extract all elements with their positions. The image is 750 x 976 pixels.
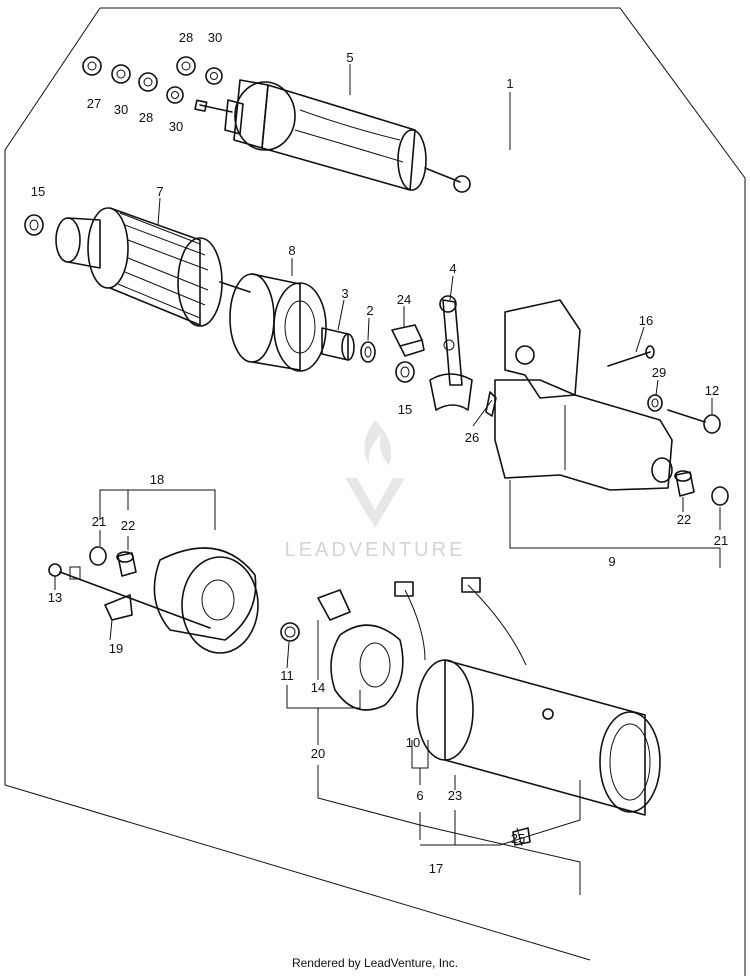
callout-8: 8: [288, 243, 295, 258]
watermark-text: LEADVENTURE: [285, 539, 466, 561]
callout-16: 16: [639, 313, 653, 328]
shift-lever: [429, 295, 473, 411]
callout-21-a: 21: [92, 514, 106, 529]
bushing-22-b: [674, 470, 695, 497]
callout-22-a: 22: [121, 518, 135, 533]
washer-15-a: [24, 214, 44, 236]
bushing-22-a: [116, 551, 137, 577]
overrunning-clutch: [229, 273, 327, 372]
callout-20: 20: [311, 746, 325, 761]
callout-18: 18: [150, 472, 164, 487]
callout-30-b: 30: [169, 119, 183, 134]
bolt-12: [667, 409, 721, 434]
callout-22-b: 22: [677, 512, 691, 527]
cotter-pin: [485, 391, 497, 417]
yoke-field-coil: [394, 577, 661, 816]
callout-19: 19: [109, 641, 123, 656]
callout-29: 29: [652, 365, 666, 380]
callout-1: 1: [506, 76, 513, 91]
solenoid-switch: [194, 79, 471, 193]
callout-11: 11: [280, 668, 294, 683]
assembly-boundary-left: [4, 7, 591, 961]
armature: [55, 207, 251, 327]
callout-17: 17: [429, 861, 443, 876]
brush-spring: [280, 622, 300, 642]
callout-15-a: 15: [31, 184, 45, 199]
callout-27: 27: [87, 96, 101, 111]
callout-14: 14: [311, 680, 325, 695]
nut-27: [82, 56, 102, 76]
grommet-24: [391, 324, 425, 357]
leader-lines: [54, 64, 721, 895]
callout-21-b: 21: [714, 533, 728, 548]
callout-5: 5: [346, 50, 353, 65]
assembly-boundary: [100, 7, 746, 976]
plug-21-b: [711, 486, 729, 506]
washer-30-a: [111, 64, 131, 84]
washer-30-c: [205, 67, 223, 85]
callout-3: 3: [341, 286, 348, 301]
washer-30-b: [166, 86, 184, 104]
callout-4: 4: [449, 261, 456, 276]
callout-15-b: 15: [398, 402, 412, 417]
nut-28-b: [176, 56, 196, 76]
washer-15-b: [395, 361, 415, 383]
callout-13: 13: [48, 590, 62, 605]
callout-23: 23: [448, 788, 462, 803]
callout-30-a: 30: [114, 102, 128, 117]
callout-24: 24: [397, 292, 411, 307]
callout-7: 7: [156, 184, 163, 199]
nut-28-a: [138, 72, 158, 92]
callout-10: 10: [406, 735, 420, 750]
plug-21-a: [89, 546, 107, 566]
brush-holder: [317, 589, 404, 711]
callout-2: 2: [366, 303, 373, 318]
callout-9: 9: [608, 554, 615, 569]
front-housing: [494, 299, 673, 491]
callout-28-b: 28: [179, 30, 193, 45]
callout-labels: 1 2 3 4 5 6 7 8 9 10 11 12 13 14 15 15 1…: [31, 30, 728, 876]
footer-credit: Rendered by LeadVenture, Inc.: [291, 956, 459, 970]
bolt-16: [607, 345, 655, 367]
callout-12: 12: [705, 383, 719, 398]
callout-25: 25: [511, 831, 525, 846]
insulator-19: [104, 594, 133, 621]
rear-cover: [153, 547, 259, 654]
callout-26: 26: [465, 430, 479, 445]
pinion-gear: [321, 327, 355, 361]
callout-6: 6: [416, 788, 423, 803]
callout-30-c: 30: [208, 30, 222, 45]
watermark-logo: [345, 420, 405, 528]
washer-29: [647, 394, 663, 412]
stop-ring: [360, 341, 376, 363]
callout-28-a: 28: [139, 110, 153, 125]
